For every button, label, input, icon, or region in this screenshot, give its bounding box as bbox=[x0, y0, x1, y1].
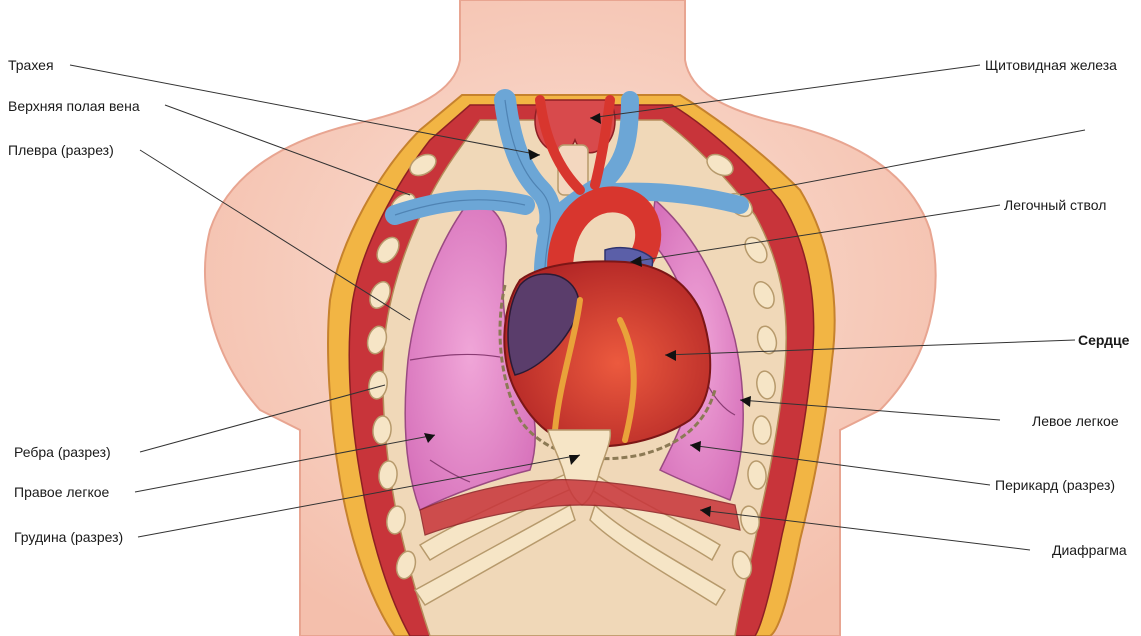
label-pericardium: Перикард (разрез) bbox=[995, 477, 1115, 493]
label-sternum: Грудина (разрез) bbox=[14, 529, 123, 545]
label-ribs: Ребра (разрез) bbox=[14, 444, 111, 460]
label-right-lung: Правое легкое bbox=[14, 484, 109, 500]
label-thyroid: Щитовидная железа bbox=[985, 57, 1117, 73]
label-trachea: Трахея bbox=[8, 57, 54, 73]
label-pulmonary-trunk: Легочный ствол bbox=[1004, 197, 1106, 213]
label-pleura: Плевра (разрез) bbox=[8, 142, 114, 158]
label-heart: Сердце bbox=[1078, 332, 1129, 348]
label-left-lung: Левое легкое bbox=[1032, 413, 1119, 429]
label-superior-vena-cava: Верхняя полая вена bbox=[8, 98, 140, 114]
label-diaphragm: Диафрагма bbox=[1052, 542, 1127, 558]
